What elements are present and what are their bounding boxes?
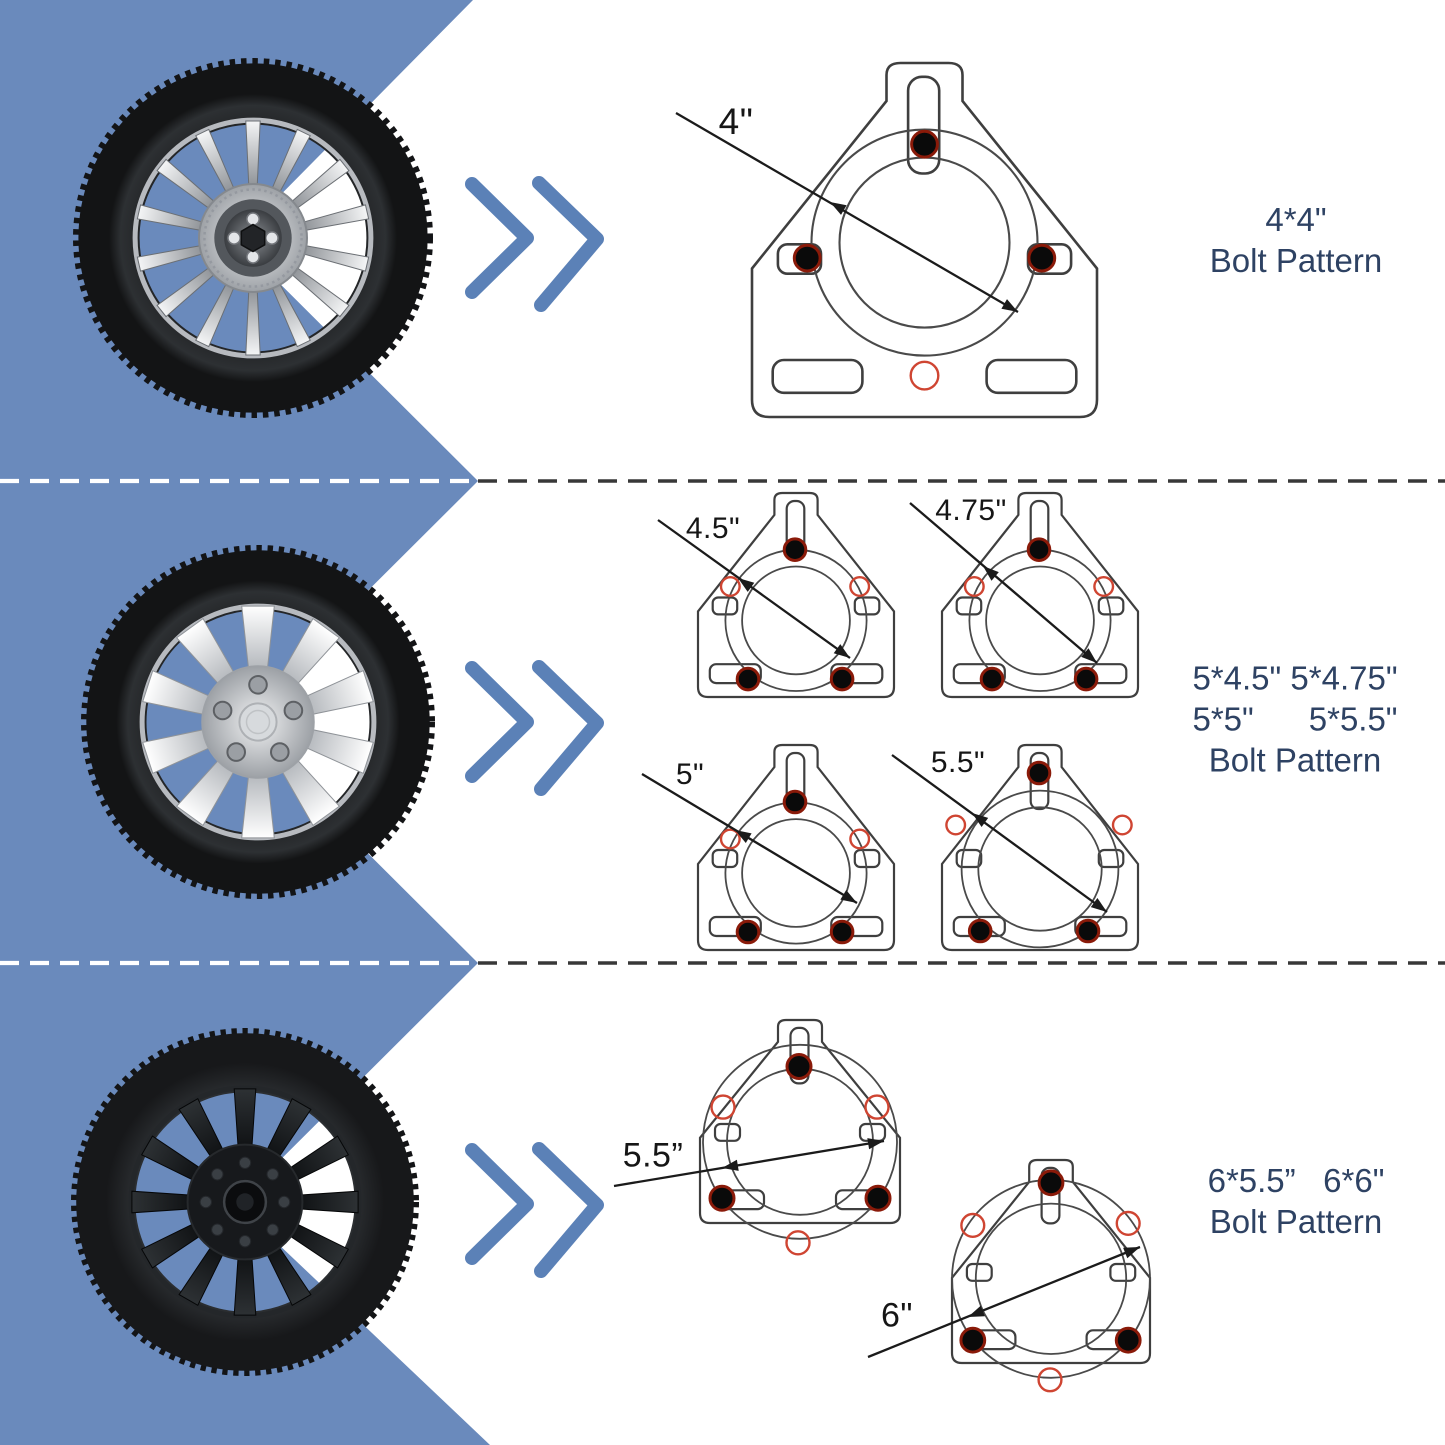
open-bolt-hole <box>963 576 985 598</box>
dim-label-4in: 4" <box>718 101 754 142</box>
open-bolt-hole <box>719 576 741 598</box>
bracket-diagram-1 <box>675 61 1099 419</box>
open-bolt-hole <box>945 814 967 836</box>
open-bolt-hole <box>849 576 871 598</box>
open-bolt-hole <box>719 828 741 850</box>
blue-zigzag-band <box>0 0 490 1445</box>
lug-bolt <box>1026 537 1052 563</box>
double-chevron-icon <box>465 176 604 312</box>
open-bolt-hole <box>1115 1210 1141 1236</box>
open-bolt-hole <box>710 1094 736 1120</box>
dim-label-5in: 5" <box>675 758 705 791</box>
lug-bolt <box>829 666 855 692</box>
pattern-caption: Bolt Pattern <box>1209 242 1383 279</box>
lug-bolt <box>967 918 993 944</box>
open-bolt-hole <box>909 360 940 391</box>
bracket-diagram-5 <box>891 743 1140 952</box>
lug-bolt <box>782 789 808 815</box>
bracket-diagram-6 <box>613 1018 902 1256</box>
open-bolt-hole <box>1111 814 1133 836</box>
open-bolt-hole <box>1037 1367 1063 1393</box>
pattern-line: 6*5.5” 6*6" <box>1207 1162 1385 1199</box>
bracket-diagram-3 <box>909 491 1140 699</box>
double-chevron-icon <box>465 1142 604 1278</box>
pattern-caption: Bolt Pattern <box>1208 741 1382 779</box>
lug-bolt <box>785 1053 813 1080</box>
lug-bolt <box>735 919 761 945</box>
pattern-line: 4*4" <box>1265 201 1327 238</box>
lug-bolt <box>910 129 939 159</box>
open-bolt-hole <box>960 1212 986 1238</box>
lug-bolt <box>708 1184 736 1212</box>
bolt-pattern-text-row3: 6*5.5” 6*6" Bolt Pattern <box>1208 1160 1385 1242</box>
lug-bolt <box>792 243 822 273</box>
lug-bolt <box>735 666 761 692</box>
open-bolt-hole <box>785 1230 811 1256</box>
lug-bolt <box>1114 1326 1142 1354</box>
bracket-diagram-2 <box>657 491 896 699</box>
tire-photo-row3-black-12spoke <box>71 1027 419 1376</box>
lug-bolt <box>1026 760 1052 786</box>
lug-bolt <box>1037 1169 1065 1197</box>
open-bolt-hole <box>864 1094 890 1120</box>
pattern-line: 5*5" 5*5.5" <box>1192 700 1398 738</box>
dim-label-5-5in-b: 5.5” <box>622 1136 684 1175</box>
lug-bolt <box>979 666 1005 692</box>
tire-photo-row2-silver-10spoke <box>80 545 436 900</box>
lug-bolt <box>959 1326 987 1354</box>
lug-bolt <box>1075 918 1101 944</box>
bracket-diagram-7 <box>867 1158 1152 1393</box>
tire-photo-row1-silver-multispoke <box>73 58 433 418</box>
dim-label-5-5in: 5.5" <box>930 746 986 779</box>
pattern-line: 5*4.5" 5*4.75" <box>1192 659 1398 697</box>
bolt-pattern-text-row2: 5*4.5" 5*4.75" 5*5" 5*5.5" Bolt Pattern <box>1192 658 1397 781</box>
lug-bolt <box>1027 243 1057 273</box>
lug-bolt <box>829 919 855 945</box>
bolt-pattern-text-row1: 4*4" Bolt Pattern <box>1210 199 1382 281</box>
lug-bolt <box>864 1184 892 1212</box>
pattern-caption: Bolt Pattern <box>1209 1203 1383 1240</box>
dim-label-4-75in: 4.75" <box>935 494 1007 527</box>
lug-bolt <box>782 537 808 563</box>
open-bolt-hole <box>849 828 871 850</box>
open-bolt-hole <box>1093 576 1115 598</box>
dim-label-6in: 6" <box>881 1296 913 1335</box>
lug-bolt <box>1073 666 1099 692</box>
dim-label-4-5in: 4.5" <box>685 512 741 545</box>
bracket-diagram-4 <box>641 743 896 952</box>
double-chevron-icon <box>465 660 604 796</box>
